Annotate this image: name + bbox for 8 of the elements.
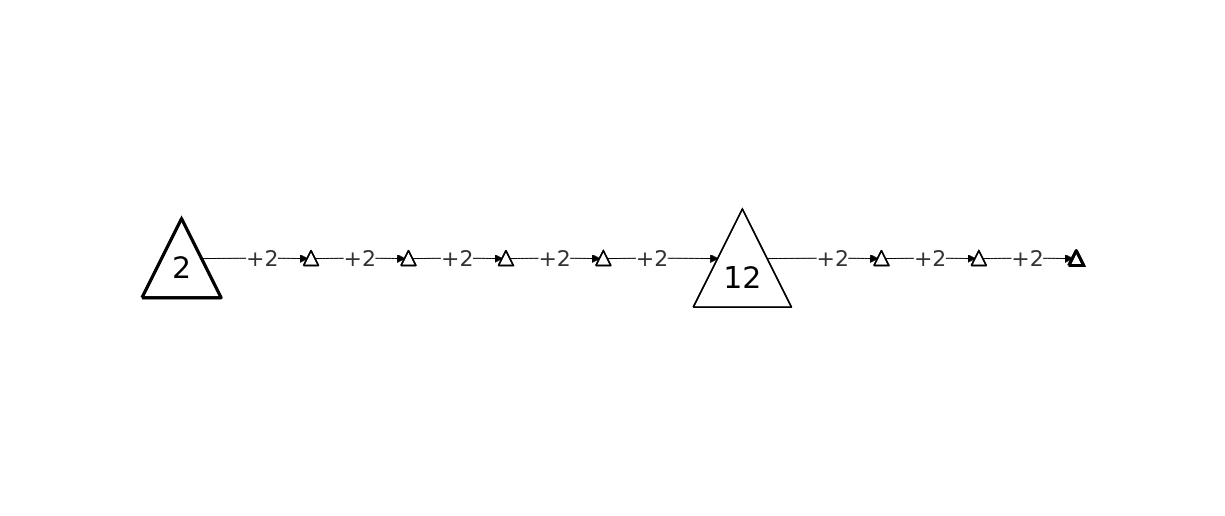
edge-label: +2	[538, 245, 571, 271]
edge-label: +2	[440, 245, 474, 271]
edge-label: +2	[913, 245, 946, 271]
edge-label: +2	[1010, 245, 1044, 271]
edge-label: +2	[635, 245, 668, 271]
edge-label: +2	[245, 245, 279, 271]
edge-label: +2	[343, 245, 376, 271]
edge-label: +2	[816, 245, 849, 271]
